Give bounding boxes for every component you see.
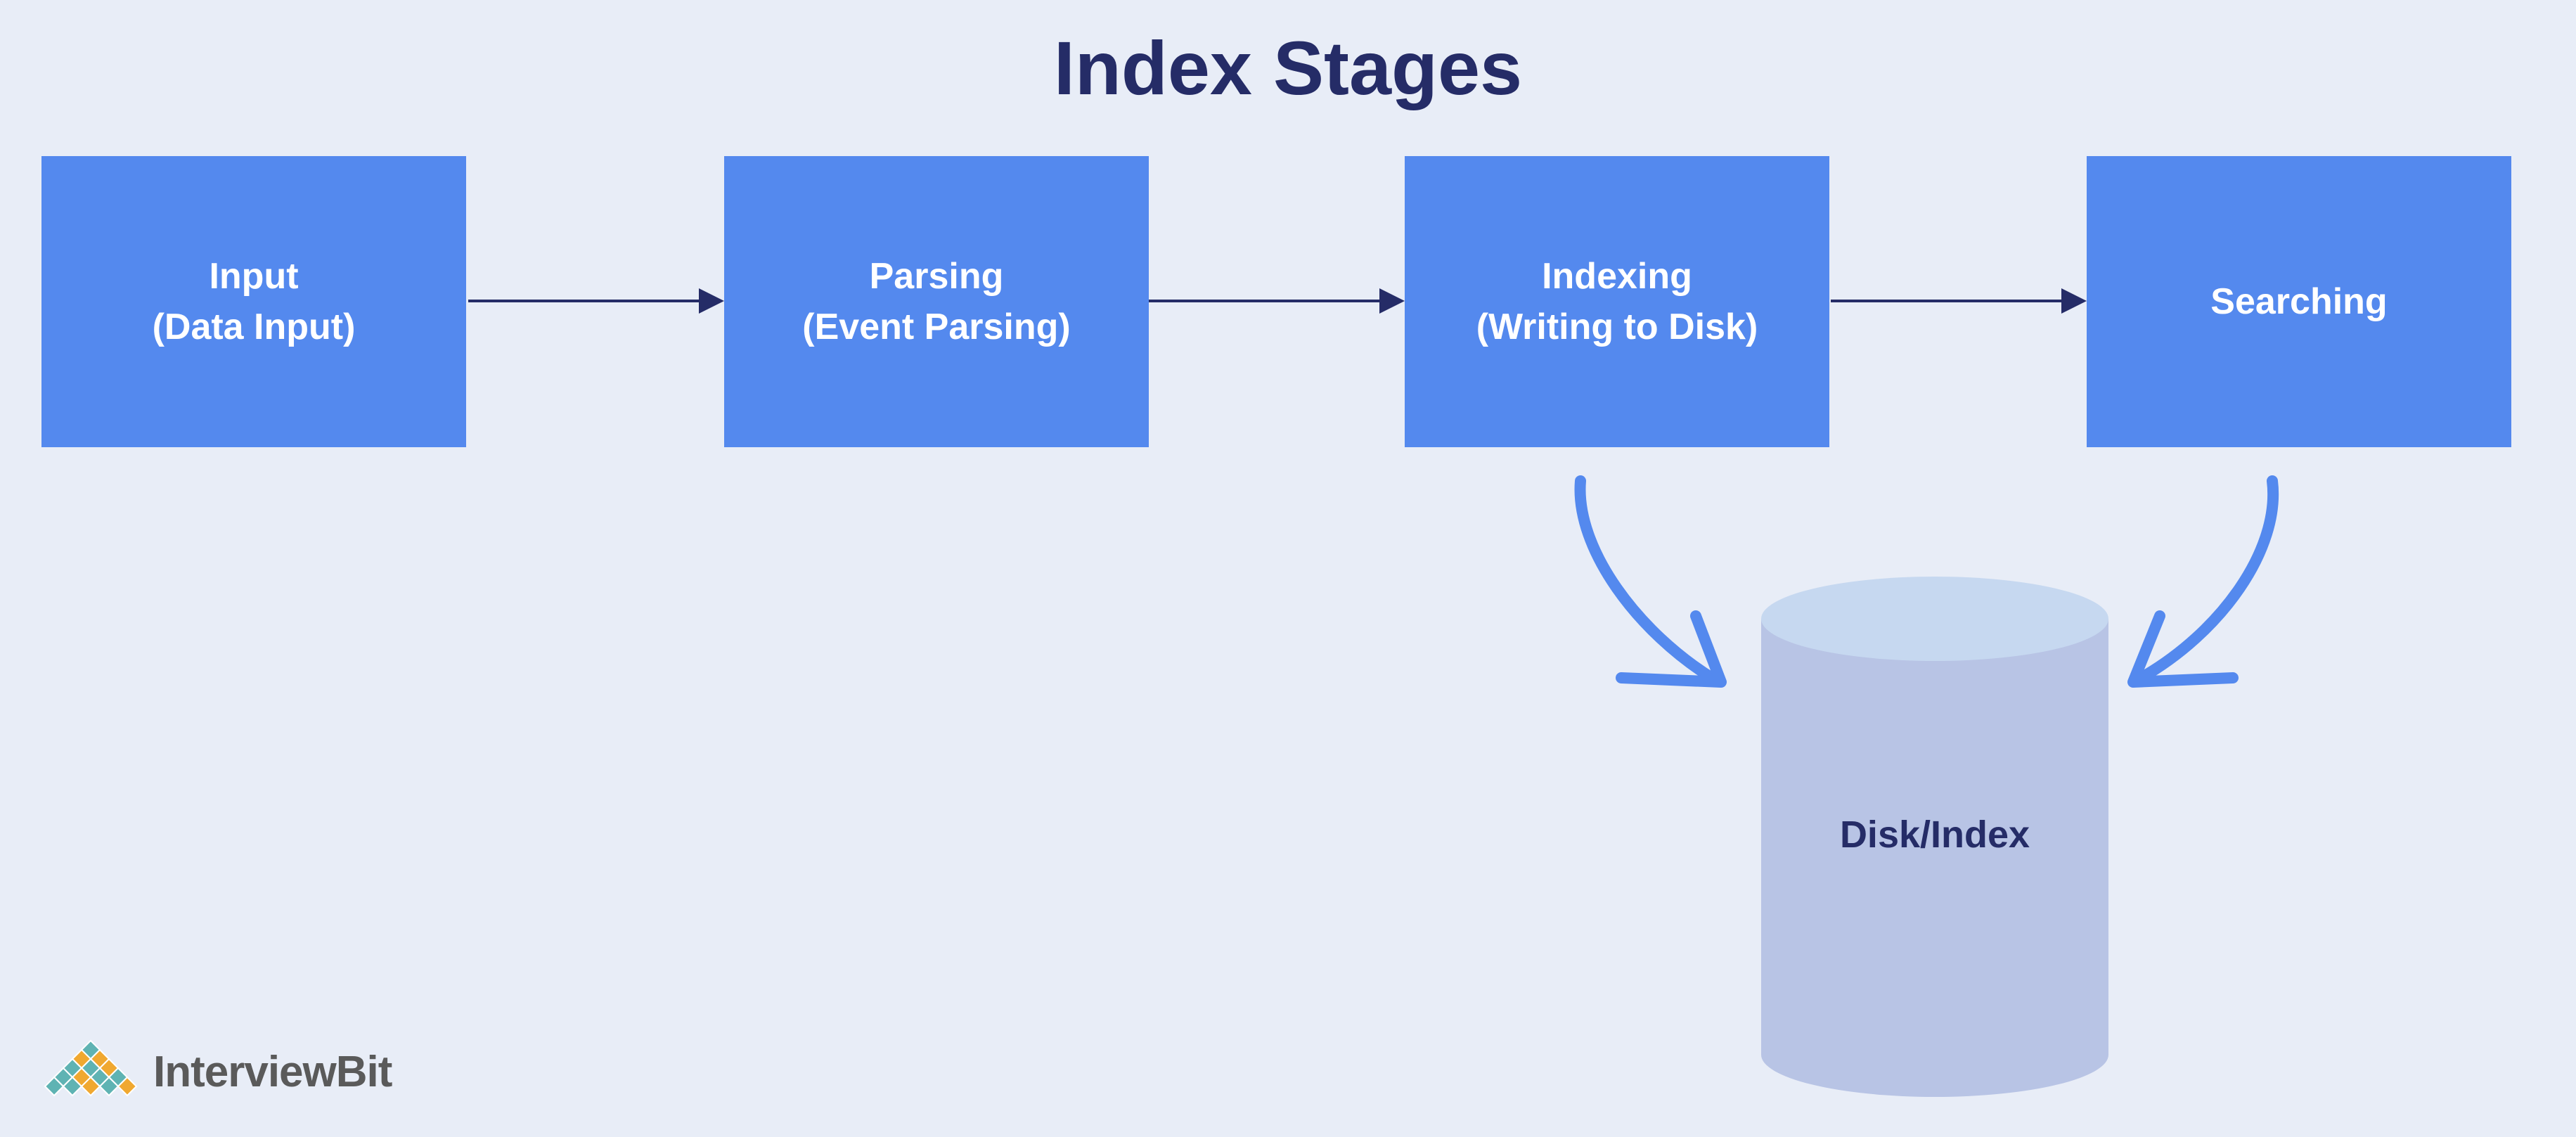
- arrow-parsing-to-indexing: [1149, 288, 1405, 314]
- stage-searching-box: Searching: [2087, 156, 2511, 447]
- stage-input-subtitle: (Data Input): [152, 307, 356, 347]
- arrow-indexing-to-disk: [1574, 475, 1727, 688]
- disk-index-cylinder: [1761, 577, 2108, 1097]
- arrow-input-to-parsing: [468, 288, 724, 314]
- arrow-indexing-to-searching: [1831, 288, 2087, 314]
- stage-indexing-subtitle: (Writing to Disk): [1476, 307, 1758, 347]
- stage-parsing-box: Parsing (Event Parsing): [724, 156, 1149, 447]
- interviewbit-logo-text: InterviewBit: [153, 1047, 392, 1096]
- interviewbit-logo: InterviewBit: [41, 1039, 392, 1104]
- stage-indexing-title: Indexing: [1542, 256, 1692, 297]
- stage-input-box: Input (Data Input): [41, 156, 466, 447]
- stage-indexing-box: Indexing (Writing to Disk): [1405, 156, 1829, 447]
- arrow-searching-to-disk: [2127, 475, 2279, 688]
- interviewbit-logo-icon: [44, 1039, 138, 1097]
- disk-index-label: Disk/Index: [1839, 814, 2030, 856]
- stage-parsing-title: Parsing: [869, 256, 1004, 297]
- stage-input-title: Input: [209, 256, 299, 297]
- diagram-title: Index Stages: [1053, 25, 1523, 110]
- stage-searching-title: Searching: [2210, 281, 2388, 322]
- stage-parsing-subtitle: (Event Parsing): [802, 307, 1071, 347]
